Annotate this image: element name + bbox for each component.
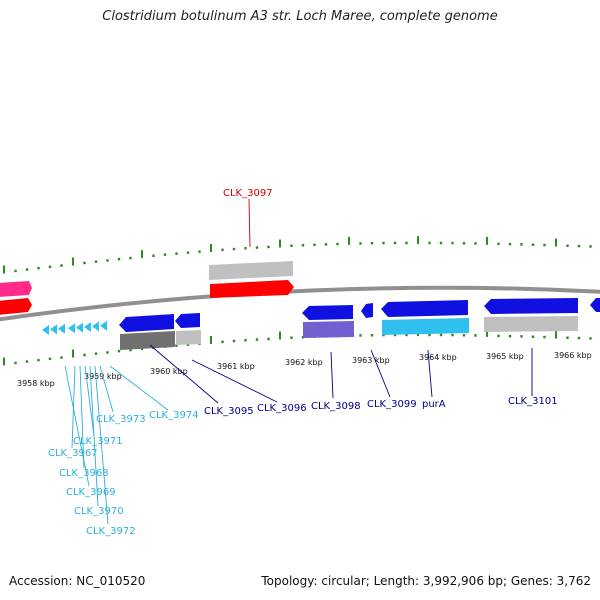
small-cyan-gene[interactable]	[42, 325, 49, 335]
label-clk3968[interactable]: CLK_3968	[59, 468, 109, 479]
gene-clk3097-red[interactable]	[210, 280, 294, 298]
kbp-scale: 3958 kbp 3959 kbp 3960 kbp 3961 kbp 3962…	[17, 351, 592, 388]
label-clk3973[interactable]: CLK_3973	[96, 414, 146, 425]
kbp-label: 3958 kbp	[17, 379, 55, 388]
gene-clk3095[interactable]	[119, 314, 174, 332]
gene-small-blue[interactable]	[361, 303, 373, 318]
label-leader-lines	[64, 198, 533, 525]
gene-pink-feature[interactable]	[0, 281, 32, 297]
kbp-label: 3964 kbp	[419, 353, 457, 362]
label-clk3969[interactable]: CLK_3969	[66, 487, 116, 498]
gene-clk3097-gray[interactable]	[209, 261, 293, 280]
gene-clk3095-gray[interactable]	[120, 331, 175, 350]
kbp-label: 3963 kbp	[352, 356, 390, 365]
small-cyan-gene[interactable]	[58, 323, 65, 334]
gene-clk3101[interactable]	[484, 298, 578, 314]
label-clk3967[interactable]: CLK_3967	[48, 448, 98, 459]
label-clk3974[interactable]: CLK_3974	[149, 410, 199, 421]
genome-backbone	[0, 285, 600, 322]
kbp-label: 3960 kbp	[150, 367, 188, 376]
label-purA[interactable]: purA	[422, 399, 446, 410]
small-cyan-gene[interactable]	[76, 322, 83, 333]
label-clk3095[interactable]: CLK_3095	[204, 406, 254, 417]
gene-edge-blue[interactable]	[590, 298, 600, 312]
label-clk3971[interactable]: CLK_3971	[73, 436, 123, 447]
kbp-label: 3966 kbp	[554, 351, 592, 360]
label-clk3096[interactable]: CLK_3096	[257, 403, 307, 414]
label-clk3972[interactable]: CLK_3972	[86, 526, 136, 537]
gene-labels[interactable]: CLK_3097 CLK_3095 CLK_3096 CLK_3098 CLK_…	[48, 188, 558, 537]
genome-summary: Topology: circular; Length: 3,992,906 bp…	[261, 574, 591, 588]
map-title: Clostridium botulinum A3 str. Loch Maree…	[102, 9, 498, 24]
gene-clk3096-gray[interactable]	[176, 330, 201, 345]
gene-purA[interactable]	[382, 318, 469, 335]
gene-clk3098[interactable]	[302, 305, 353, 320]
gene-red-feature-left[interactable]	[0, 298, 32, 315]
label-clk3098[interactable]: CLK_3098	[311, 401, 361, 412]
upper-tick-row	[3, 236, 592, 274]
kbp-label: 3961 kbp	[217, 362, 255, 371]
small-cyan-genes[interactable]	[42, 320, 107, 335]
small-cyan-gene[interactable]	[84, 322, 91, 332]
small-cyan-gene[interactable]	[92, 321, 99, 332]
gene-clk3096[interactable]	[175, 313, 200, 328]
kbp-label: 3965 kbp	[486, 352, 524, 361]
gene-clk3101-gray[interactable]	[484, 316, 578, 332]
label-clk3097[interactable]: CLK_3097	[223, 188, 273, 199]
label-clk3101[interactable]: CLK_3101	[508, 396, 558, 407]
kbp-label: 3962 kbp	[285, 358, 323, 367]
gene-clk3098-purple[interactable]	[303, 321, 354, 338]
small-cyan-gene[interactable]	[100, 320, 107, 331]
lower-features[interactable]	[42, 298, 600, 350]
accession-label: Accession: NC_010520	[9, 574, 146, 588]
label-clk3099[interactable]: CLK_3099	[367, 399, 417, 410]
label-clk3970[interactable]: CLK_3970	[74, 506, 124, 517]
small-cyan-gene[interactable]	[68, 323, 75, 334]
gene-clk3099[interactable]	[381, 300, 468, 317]
small-cyan-gene[interactable]	[50, 324, 57, 335]
upper-features[interactable]	[0, 261, 294, 315]
